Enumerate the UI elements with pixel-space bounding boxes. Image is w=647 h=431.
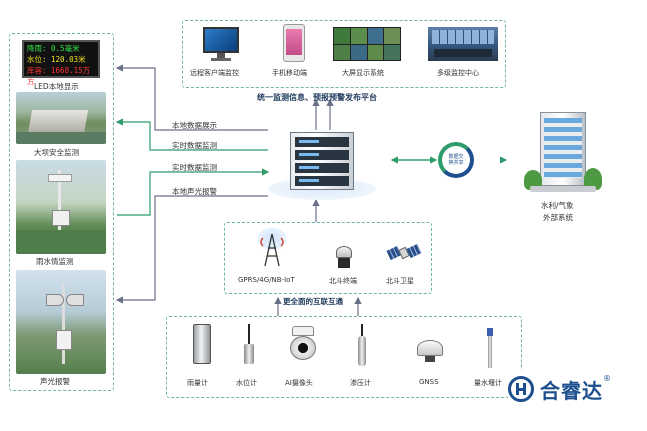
ai-camera-icon xyxy=(288,326,318,360)
comm-item-gprs: GPRS/4G/NB-IoT xyxy=(238,276,295,284)
platform-item-remote: 远程客户端监控 xyxy=(190,69,239,77)
comm-item-satellite: 北斗卫星 xyxy=(386,277,414,285)
platform-box xyxy=(182,20,506,88)
led-line-rain: 降雨: 0.5毫米 xyxy=(27,44,80,53)
signal-tower-icon xyxy=(255,228,289,268)
sensor-gnss: GNSS xyxy=(419,378,439,386)
platform-title: 统一监测信息、预报预警发布平台 xyxy=(257,93,377,102)
comm-box xyxy=(224,222,432,294)
led-display: 降雨: 0.5毫米 水位: 120.03米 库容: 1668.15万方 xyxy=(22,40,100,86)
label-local-alarm: 本地声光报警 xyxy=(172,187,217,196)
comm-item-terminal: 北斗终端 xyxy=(329,277,357,285)
satellite-icon xyxy=(386,242,422,268)
external-line-2: 外部系统 xyxy=(543,213,573,222)
platform-item-mobile: 手机移动端 xyxy=(272,69,307,77)
beidou-terminal-icon xyxy=(334,246,354,268)
gnss-icon xyxy=(417,340,443,362)
brand-logo: 合睿达 ® xyxy=(508,370,634,408)
dam-caption: 大坝安全监测 xyxy=(34,148,79,157)
data-exchange-cycle-icon: 数据交 换共享 xyxy=(438,142,474,178)
piezometer-icon xyxy=(358,324,366,366)
platform-item-center: 多级监控中心 xyxy=(437,69,479,77)
server-icon xyxy=(290,132,354,190)
label-realtime-1: 实时数据监测 xyxy=(172,141,217,150)
rain-gauge-icon xyxy=(193,324,211,364)
platform-item-bigscreen: 大屏显示系统 xyxy=(342,69,384,77)
control-center-icon xyxy=(428,27,498,61)
left-panel xyxy=(9,33,114,391)
water-level-sensor-icon xyxy=(244,324,254,364)
arrow-local-display xyxy=(115,64,268,131)
video-wall-icon xyxy=(333,27,401,61)
alarm-caption: 声光报警 xyxy=(40,377,70,386)
led-line-capacity: 库容: 1668.15万方 xyxy=(27,66,91,86)
label-local-display: 本地数据展示 xyxy=(172,121,217,130)
rain-caption: 雨水情监测 xyxy=(36,257,74,266)
brand-name: 合睿达 xyxy=(540,378,603,403)
led-line-level: 水位: 120.03米 xyxy=(27,55,86,64)
external-line-1: 水利/气象 xyxy=(541,201,574,210)
monitor-icon xyxy=(203,27,239,61)
arrow-realtime-dam xyxy=(115,118,268,151)
alarm-photo xyxy=(16,270,106,374)
led-caption: LED本地显示 xyxy=(34,82,79,91)
brand-mark-icon xyxy=(508,376,534,402)
cycle-label-2: 换共享 xyxy=(448,160,464,166)
sensor-piezometer: 渗压计 xyxy=(350,379,371,387)
label-realtime-2: 实时数据监测 xyxy=(172,163,217,172)
sensor-water-level: 水位计 xyxy=(236,379,257,387)
comm-title: 更全面的互联互通 xyxy=(283,297,343,306)
building-icon xyxy=(524,112,602,194)
cycle-label-1: 数据交 xyxy=(448,154,464,160)
rain-monitor-photo xyxy=(16,160,106,254)
dam-photo xyxy=(16,92,106,144)
sensor-weir-meter: 量水堰计 xyxy=(474,379,502,387)
weir-meter-icon xyxy=(486,328,494,368)
phone-icon xyxy=(283,24,305,62)
arrow-realtime-rain xyxy=(117,168,270,216)
sensor-rain-gauge: 雨量计 xyxy=(187,379,208,387)
arrow-local-alarm xyxy=(115,195,268,304)
sensor-box xyxy=(166,316,522,398)
brand-registered-mark: ® xyxy=(603,374,611,383)
sensor-ai-camera: AI摄像头 xyxy=(285,379,313,387)
